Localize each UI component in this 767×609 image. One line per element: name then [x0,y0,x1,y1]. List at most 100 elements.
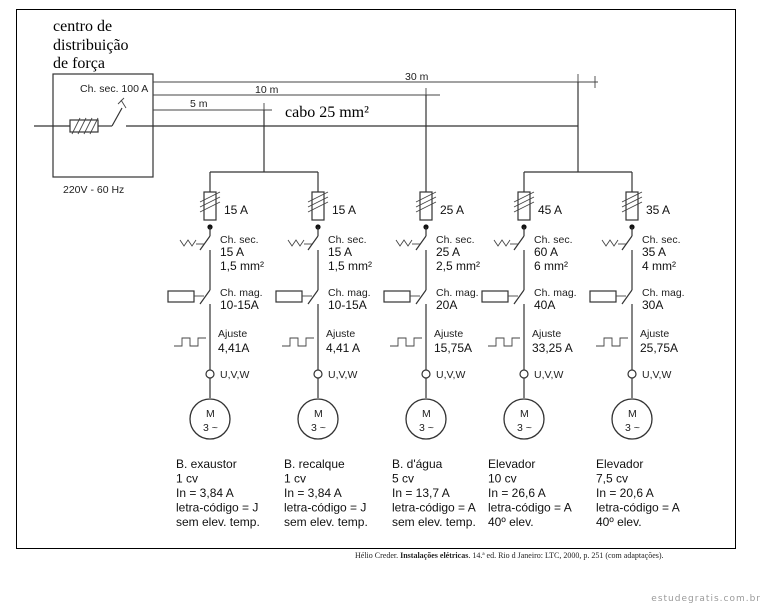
distance-30m: 30 m [405,71,429,83]
fuse-rating: 45 A [538,203,562,217]
terminals-label: U,V,W [436,369,465,381]
motor-desc-line-4: letra-código = A [392,501,476,515]
panel-title-line-3: de força [53,55,105,72]
magnetic-breaker-icon [383,289,427,305]
motor-icon [503,398,545,440]
section-switch-icon [395,235,427,251]
fuse-rating: 25 A [440,203,464,217]
terminals-label: U,V,W [328,369,357,381]
motor-phase: 3 ~ [203,422,218,434]
motor-icon [611,398,653,440]
mag-rating: 10-15A [220,298,259,312]
mag-rating: 40A [534,298,555,312]
motor-desc-line-5: sem elev. temp. [284,515,368,529]
motor-symbol: M [520,408,529,420]
cable-section: 1,5 mm² [220,259,264,273]
section-switch-icon [493,235,525,251]
motor-icon [297,398,339,440]
motor-desc-line-2: 7,5 cv [596,472,628,486]
adjust-label: Ajuste [532,328,561,340]
terminal-icon [519,369,529,379]
motor-icon [405,398,447,440]
terminal-icon [205,369,215,379]
fuse-rating: 35 A [646,203,670,217]
switch-rating: 15 A [328,245,352,259]
switch-label: Ch. sec. [220,234,259,246]
fuse-rating: 15 A [224,203,248,217]
mag-label: Ch. mag. [220,287,263,299]
adjust-value: 25,75A [640,341,678,355]
motor-desc-line-2: 1 cv [284,472,306,486]
motor-desc-line-4: letra-código = J [176,501,258,515]
motor-symbol: M [628,408,637,420]
motor-desc-line-4: letra-código = A [596,501,680,515]
section-switch-icon [601,235,633,251]
motor-desc-line-2: 1 cv [176,472,198,486]
motor-desc-line-3: In = 20,6 A [596,486,654,500]
terminal-icon [421,369,431,379]
switch-label: Ch. sec. [436,234,475,246]
switch-label: Ch. sec. [642,234,681,246]
motor-desc-line-1: B. exaustor [176,457,237,471]
source-caption: Hélio Creder. Instalações elétricas. 14.… [355,551,664,560]
magnetic-breaker-icon [275,289,319,305]
fuse-icon [199,191,221,221]
motor-desc-line-3: In = 3,84 A [284,486,342,500]
main-breaker-label: Ch. sec. 100 A [80,83,148,95]
motor-desc-line-1: Elevador [488,457,535,471]
main-breaker-switch-icon [111,97,127,127]
thermal-relay-icon [488,337,520,347]
caption-book: Instalações elétricas [400,551,469,560]
motor-desc-line-5: sem elev. temp. [392,515,476,529]
switch-rating: 25 A [436,245,460,259]
fuse-icon [621,191,643,221]
switch-label: Ch. sec. [328,234,367,246]
mag-label: Ch. mag. [328,287,371,299]
mag-label: Ch. mag. [436,287,479,299]
adjust-label: Ajuste [640,328,669,340]
thermal-relay-icon [390,337,422,347]
thermal-relay-icon [596,337,628,347]
terminal-icon [313,369,323,379]
adjust-value: 15,75A [434,341,472,355]
motor-desc-line-2: 10 cv [488,472,517,486]
fuse-rating: 15 A [332,203,356,217]
adjust-value: 4,41 A [326,341,360,355]
motor-desc-line-3: In = 13,7 A [392,486,450,500]
motor-desc-line-2: 5 cv [392,472,414,486]
mag-label: Ch. mag. [642,287,685,299]
motor-desc-line-4: letra-código = J [284,501,366,515]
cable-section: 6 mm² [534,259,568,273]
section-switch-icon [179,235,211,251]
motor-desc-line-5: 40º elev. [488,515,534,529]
motor-desc-line-5: sem elev. temp. [176,515,260,529]
motor-desc-line-1: B. d'água [392,457,443,471]
distance-5m: 5 m [190,98,208,110]
motor-symbol: M [422,408,431,420]
cable-section: 4 mm² [642,259,676,273]
adjust-value: 4,41A [218,341,249,355]
adjust-value: 33,25 A [532,341,573,355]
motor-phase: 3 ~ [311,422,326,434]
motor-symbol: M [206,408,215,420]
mag-label: Ch. mag. [534,287,577,299]
thermal-relay-icon [174,337,206,347]
adjust-label: Ajuste [326,328,355,340]
switch-rating: 60 A [534,245,558,259]
terminals-label: U,V,W [642,369,671,381]
fuse-icon [415,191,437,221]
mag-rating: 30A [642,298,663,312]
panel-title-line-2: distribuição [53,37,129,54]
motor-desc-line-1: Elevador [596,457,643,471]
terminal-icon [627,369,637,379]
cable-section: 2,5 mm² [436,259,480,273]
motor-desc-line-5: 40º elev. [596,515,642,529]
motor-desc-line-4: letra-código = A [488,501,572,515]
motor-phase: 3 ~ [517,422,532,434]
